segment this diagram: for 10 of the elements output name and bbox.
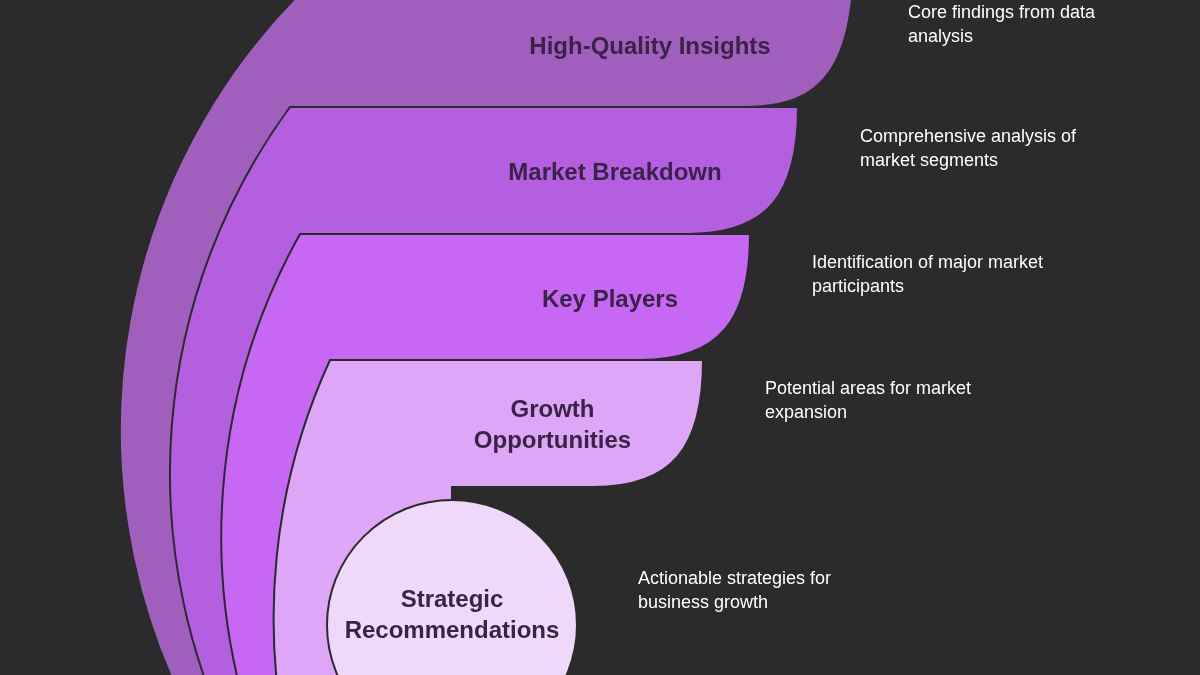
description-text: Comprehensive analysis of market segments — [860, 125, 1078, 172]
layer-title: Key Players — [540, 284, 680, 314]
layer-title: Growth Opportunities — [472, 394, 633, 455]
description-text: Actionable strategies for business growth — [638, 567, 833, 614]
description-text: Potential areas for market expansion — [765, 377, 973, 424]
layer-title: Strategic Recommendations — [343, 584, 561, 645]
layer-title: High-Quality Insights — [528, 31, 772, 61]
layer-title: Market Breakdown — [507, 157, 723, 187]
description-text: Core findings from data analysis — [908, 1, 1097, 48]
description-text: Identification of major market participants — [812, 251, 1045, 298]
